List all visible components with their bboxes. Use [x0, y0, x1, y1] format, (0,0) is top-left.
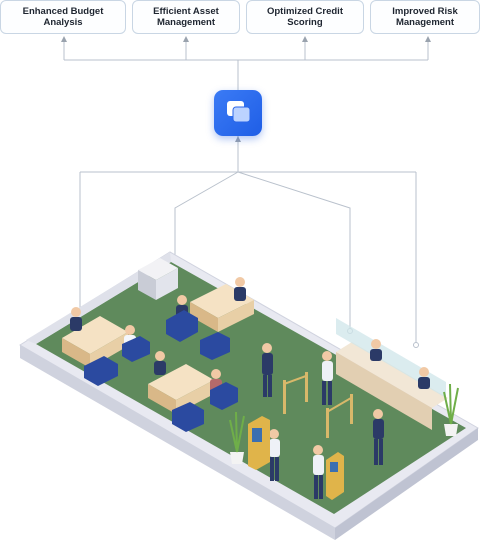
- queue-barrier: [283, 372, 353, 438]
- outcome-label-line1: Enhanced Budget: [22, 5, 104, 17]
- desk-center-back: [166, 277, 254, 360]
- arrow-up-icon: [302, 36, 308, 42]
- ai-hub-icon: [214, 90, 262, 136]
- outcome-label-line1: Improved Risk: [392, 5, 458, 17]
- outcome-label-line2: Scoring: [287, 17, 323, 28]
- outcome-label-line2: Analysis: [43, 17, 83, 28]
- plants: [229, 383, 459, 464]
- desk-center-front: [148, 351, 238, 432]
- arrow-up-icon: [183, 36, 189, 42]
- printer: [138, 258, 178, 300]
- customers: [269, 351, 384, 499]
- atm-kiosks: [248, 416, 344, 500]
- outcome-label-line1: Optimized Credit: [266, 5, 343, 17]
- arrow-up-icon: [61, 36, 67, 42]
- desk-left: [62, 307, 150, 386]
- arrow-up-icon: [235, 136, 241, 142]
- arrow-up-icon: [425, 36, 431, 42]
- teller-counter: [336, 318, 448, 430]
- chat-bubbles-icon: [227, 101, 251, 123]
- outcome-label-line1: Efficient Asset: [153, 5, 219, 17]
- outcome-label-line2: Management: [156, 17, 216, 28]
- outcome-label-line2: Management: [395, 17, 455, 28]
- standing-staff: [262, 343, 273, 397]
